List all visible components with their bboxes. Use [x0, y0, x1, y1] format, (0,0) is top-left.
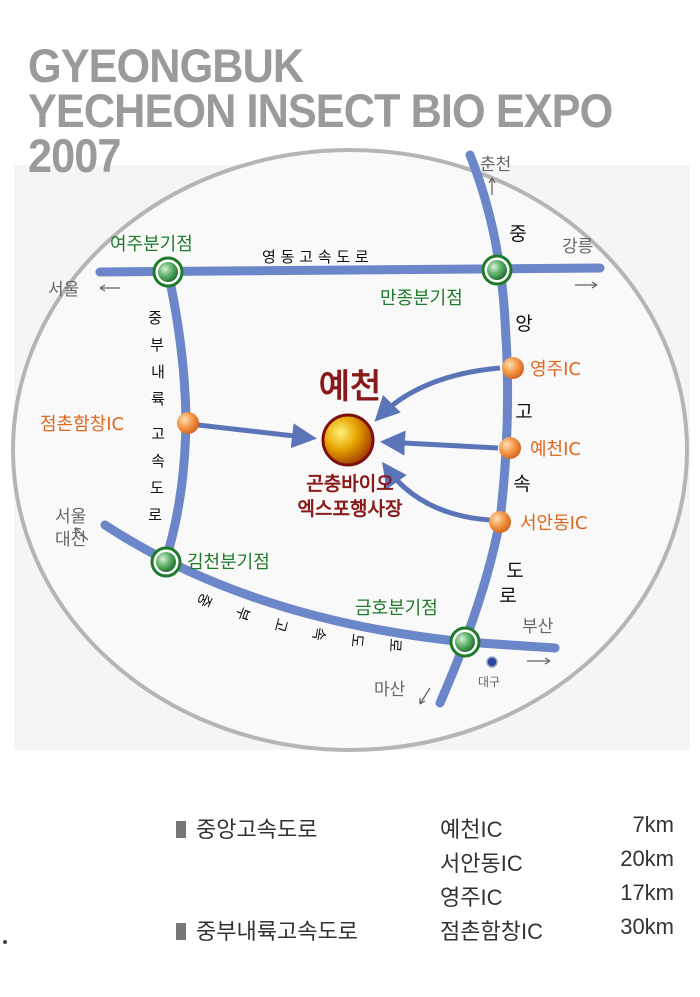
dot-mark [3, 940, 7, 944]
label-seoul: 서울 [48, 280, 79, 300]
ic-jeomchon-hamchang[interactable] [177, 412, 199, 434]
svg-text:중: 중 [148, 309, 162, 327]
venue-city-label: 예천 [319, 367, 382, 407]
label-seoul-2: 서울 [55, 507, 86, 527]
title-line-2: YECHEON INSECT BIO EXPO [28, 84, 613, 137]
label-chuncheon: 춘천 [480, 155, 511, 175]
arrow-chuncheon-icon [488, 177, 496, 195]
label-geumho-junction: 금호분기점 [355, 598, 438, 619]
legend-distance: 7km [632, 812, 674, 837]
arrow-from-yeongju [374, 365, 501, 422]
arrow-from-seoandong [382, 461, 491, 523]
svg-text:로: 로 [386, 638, 405, 653]
arrow-busan-icon [527, 657, 551, 665]
road-jungbu [100, 520, 560, 653]
svg-text:속: 속 [513, 473, 530, 495]
label-yeongju-ic: 영주IC [530, 359, 581, 380]
svg-text:속: 속 [151, 452, 165, 470]
title-line-3: 2007 [28, 129, 121, 182]
label-gimcheon-junction: 김천분기점 [187, 552, 270, 573]
label-gangneung: 강릉 [562, 237, 593, 257]
ic-yeongju[interactable] [502, 357, 524, 379]
label-yecheon-ic: 예천IC [530, 439, 581, 460]
venue-label-2: 엑스포행사장 [298, 498, 403, 520]
svg-text:고: 고 [515, 401, 532, 423]
svg-text:중: 중 [509, 223, 526, 245]
label-busan: 부산 [522, 617, 554, 637]
svg-text:부: 부 [232, 604, 254, 623]
svg-text:내: 내 [151, 363, 165, 381]
label-daegu: 대구 [478, 675, 500, 689]
label-yeoju-junction: 여주분기점 [110, 234, 193, 255]
legend-ic: 영주IC [440, 885, 503, 910]
svg-text:로: 로 [499, 585, 516, 607]
legend-ic: 예천IC [440, 817, 503, 842]
legend-road-jungang: 중앙고속도로 [176, 812, 317, 844]
svg-text:고: 고 [151, 425, 165, 443]
arrow-from-yecheon [380, 430, 499, 456]
legend-distance: 17km [620, 880, 674, 905]
arrow-gangneung-icon [575, 281, 598, 289]
ic-seoandong[interactable] [489, 511, 511, 533]
arrow-masan-icon [419, 687, 431, 705]
label-manjong-junction: 만종분기점 [380, 288, 463, 309]
label-jeomchon-ic: 점촌함창IC [40, 414, 124, 435]
svg-text:도: 도 [347, 633, 366, 649]
arrow-from-jeomchon [197, 422, 317, 449]
venue-label-1: 곤충바이오 [306, 473, 393, 495]
bullet-square-icon [176, 821, 186, 838]
road-jungang [435, 150, 513, 708]
arrow-seoul-icon [99, 284, 120, 292]
svg-text:부: 부 [150, 336, 164, 354]
svg-text:로: 로 [148, 506, 162, 524]
label-jungbu-naeryuk-expressway: 중 부 내 륙 고 속 도 로 [148, 309, 165, 524]
label-seoandong-ic: 서안동IC [520, 513, 588, 534]
title-line-1: GYEONGBUK [28, 39, 304, 92]
legend-distance: 30km [620, 914, 674, 939]
svg-text:속: 속 [309, 626, 329, 643]
ic-yecheon[interactable] [499, 437, 521, 459]
bullet-square-icon [176, 923, 186, 940]
venue-marker[interactable] [321, 413, 375, 467]
arrow-seoul-daejeon-icon [74, 527, 89, 541]
label-daejeon: 대전 [55, 530, 86, 550]
svg-text:앙: 앙 [515, 313, 532, 335]
label-jungbu-expressway: 중 부 고 속 도 로 [193, 590, 404, 653]
label-yeongdong-expressway: 영 동 고 속 도 로 [262, 248, 369, 266]
label-jungang-expressway: 중 앙 고 속 도 로 [499, 223, 532, 607]
legend-distance: 20km [620, 846, 674, 871]
svg-text:도: 도 [506, 560, 523, 582]
legend-ic: 점촌함창IC [440, 919, 543, 944]
label-masan: 마산 [374, 680, 406, 700]
legend-road-jungbu-naeryuk: 중부내륙고속도로 [176, 914, 358, 946]
legend-ic: 서안동IC [440, 851, 523, 876]
svg-text:도: 도 [150, 479, 164, 497]
svg-text:륙: 륙 [151, 390, 165, 408]
junction-markers [150, 254, 513, 658]
svg-text:중: 중 [193, 590, 215, 610]
daegu-dot [486, 656, 498, 668]
svg-text:고: 고 [270, 616, 291, 634]
